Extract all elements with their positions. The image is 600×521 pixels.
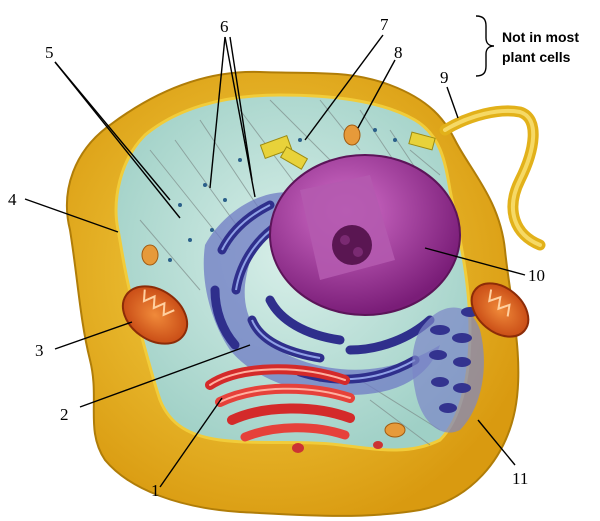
golgi-apparatus: [205, 364, 355, 442]
vesicles: [141, 124, 406, 453]
label-5: 5: [45, 43, 54, 62]
plant-cell-note: Not in most plant cells: [502, 29, 579, 65]
label-10: 10: [528, 266, 545, 285]
leader-lines: [24, 15, 526, 488]
note-line-1: Not in most: [502, 29, 579, 45]
label-9: 9: [440, 68, 449, 87]
label-3: 3: [35, 341, 44, 360]
label-11: 11: [512, 469, 528, 488]
label-1: 1: [151, 481, 160, 500]
nucleus: [269, 154, 461, 316]
mitochondrion-right: [470, 282, 530, 338]
label-6: 6: [220, 17, 229, 36]
nucleolus: [332, 225, 372, 265]
label-4: 4: [8, 190, 17, 209]
smooth-endoplasmic-reticulum: [412, 307, 484, 433]
label-2: 2: [60, 405, 69, 424]
note-line-2: plant cells: [502, 49, 571, 65]
label-7: 7: [380, 15, 389, 34]
centrioles: [259, 131, 436, 170]
number-labels: 1 2 3 4 5 6 7 8 9 10 11: [8, 15, 545, 500]
label-8: 8: [394, 43, 403, 62]
mitochondrion-left: [121, 285, 189, 345]
